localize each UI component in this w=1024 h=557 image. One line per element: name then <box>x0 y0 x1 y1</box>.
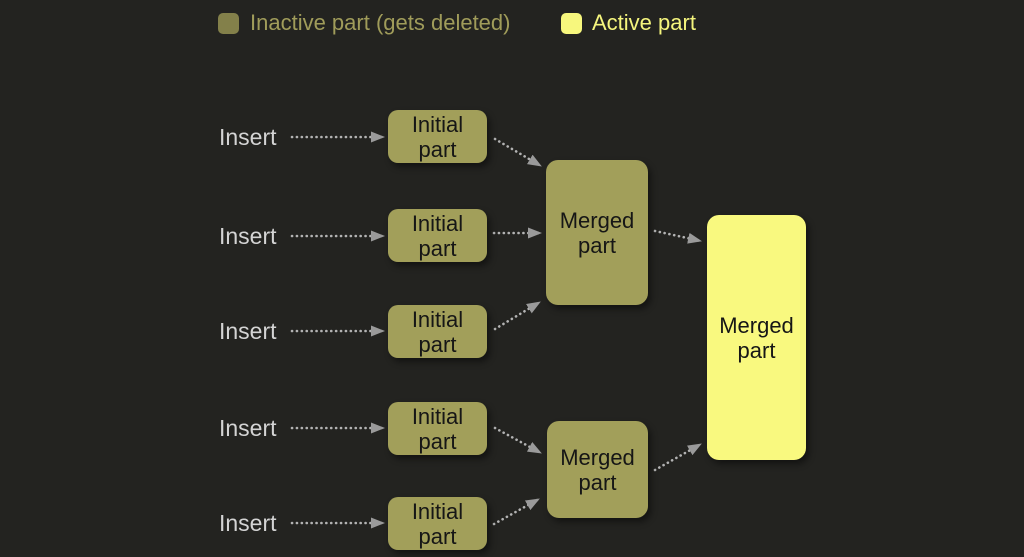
initial-part-box-3: Initial part <box>388 305 487 358</box>
initial-part-box-4: Initial part <box>388 402 487 455</box>
arrow-initial3-merged1 <box>493 300 542 331</box>
merged-part-box-2: Merged part <box>547 421 648 518</box>
merged-part-label: part <box>578 469 617 495</box>
merged-part-label: part <box>737 337 776 363</box>
arrow-initial4-merged2 <box>493 426 543 455</box>
initial-part-label: part <box>418 428 457 454</box>
merged-part-label: part <box>578 232 616 258</box>
insert-label-4: Insert <box>219 414 277 441</box>
merged-part-label: Merged <box>719 312 794 338</box>
arrow-merged2-final <box>653 442 703 472</box>
initial-part-box-1: Initial part <box>388 110 487 163</box>
initial-part-box-2: Initial part <box>388 209 487 262</box>
merged-part-box-active: Merged part <box>707 215 806 460</box>
merged-part-label: Merged <box>559 207 635 233</box>
initial-part-label: Initial <box>411 111 464 137</box>
arrow-initial5-merged2 <box>492 497 541 526</box>
legend-active-label: Active part <box>592 10 696 35</box>
merged-part-box-1: Merged part <box>546 160 648 305</box>
initial-part-label: Initial <box>411 306 464 332</box>
inactive-part-swatch-icon <box>218 13 239 34</box>
active-part-swatch-icon <box>561 13 582 34</box>
insert-label-5: Insert <box>219 509 277 536</box>
merged-part-label: Merged <box>560 444 635 470</box>
legend-inactive-label: Inactive part (gets deleted) <box>250 10 511 35</box>
initial-part-label: Initial <box>411 403 464 429</box>
initial-part-label: part <box>418 331 457 357</box>
insert-label-2: Insert <box>219 222 277 249</box>
initial-part-box-5: Initial part <box>388 497 487 550</box>
arrow-merged1-final <box>653 229 703 244</box>
insert-label-1: Insert <box>219 123 277 150</box>
initial-part-label: part <box>418 235 457 261</box>
initial-part-label: part <box>418 523 457 549</box>
insert-label-3: Insert <box>219 317 277 344</box>
initial-part-label: Initial <box>411 498 464 524</box>
arrow-initial1-merged1 <box>493 137 543 168</box>
initial-part-label: part <box>418 136 457 162</box>
initial-part-label: Initial <box>411 210 464 236</box>
